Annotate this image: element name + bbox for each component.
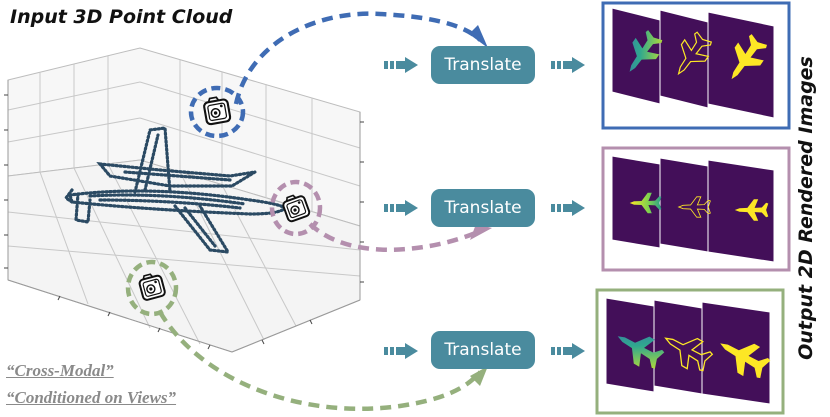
- blue-arrowhead: [469, 25, 488, 48]
- blue-camera-ring: [188, 85, 246, 139]
- translate-box-1: Translate: [431, 46, 535, 84]
- arrow-icon: [551, 200, 585, 216]
- arrow-icon: [384, 343, 418, 359]
- rendered-images-row-3: [605, 297, 774, 405]
- arrow-icon: [384, 57, 418, 73]
- rendered-images-row-1: [611, 7, 775, 119]
- pink-dashed-arrow: [308, 222, 479, 252]
- blue-dashed-arrow: [233, 11, 482, 105]
- quote-cross-modal: “Cross-Modal”: [6, 361, 114, 380]
- green-arrowhead: [470, 366, 488, 386]
- green-camera-ring: [125, 259, 179, 317]
- arrow-icon: [551, 343, 585, 359]
- input-title: Input 3D Point Cloud: [10, 6, 233, 28]
- pink-arrowhead: [470, 224, 492, 240]
- quote-conditioned-on-views: “Conditioned on Views”: [6, 388, 177, 407]
- axes-3d-box: [7, 47, 361, 353]
- green-dashed-arrow: [158, 310, 482, 411]
- pink-camera-ring: [269, 179, 323, 237]
- output-side-label: Output 2D Rendered Images: [795, 56, 817, 360]
- arrow-icon: [551, 57, 585, 73]
- rendered-images-row-2: [611, 155, 775, 263]
- translate-box-2: Translate: [431, 189, 535, 227]
- arrow-icon: [384, 200, 418, 216]
- axis-ticks: [4, 94, 364, 350]
- translate-box-3: Translate: [431, 331, 535, 369]
